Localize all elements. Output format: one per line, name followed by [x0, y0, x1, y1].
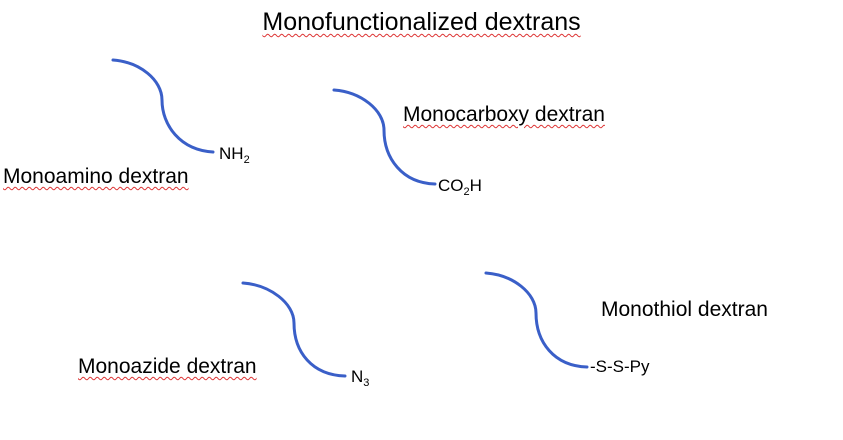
group-amine: NH2	[219, 144, 250, 166]
label-monoamino: Monoamino dextran	[3, 165, 189, 188]
dextran-chain-azide	[241, 281, 347, 378]
label-monocarboxy: Monocarboxy dextran	[403, 103, 605, 126]
dextran-chain-thiol	[484, 271, 589, 369]
group-pyridyl-disulfide: -S-S-Py	[590, 357, 650, 376]
label-monoazide: Monoazide dextran	[78, 355, 257, 378]
dextran-chain-amino	[111, 58, 215, 154]
dextran-chain-carboxy	[332, 88, 437, 186]
group-azide: N3	[351, 367, 370, 389]
group-carboxyl: CO2H	[438, 176, 482, 198]
label-monothiol: Monothiol dextran	[601, 298, 768, 321]
diagram-title: Monofunctionalized dextrans	[262, 8, 581, 36]
